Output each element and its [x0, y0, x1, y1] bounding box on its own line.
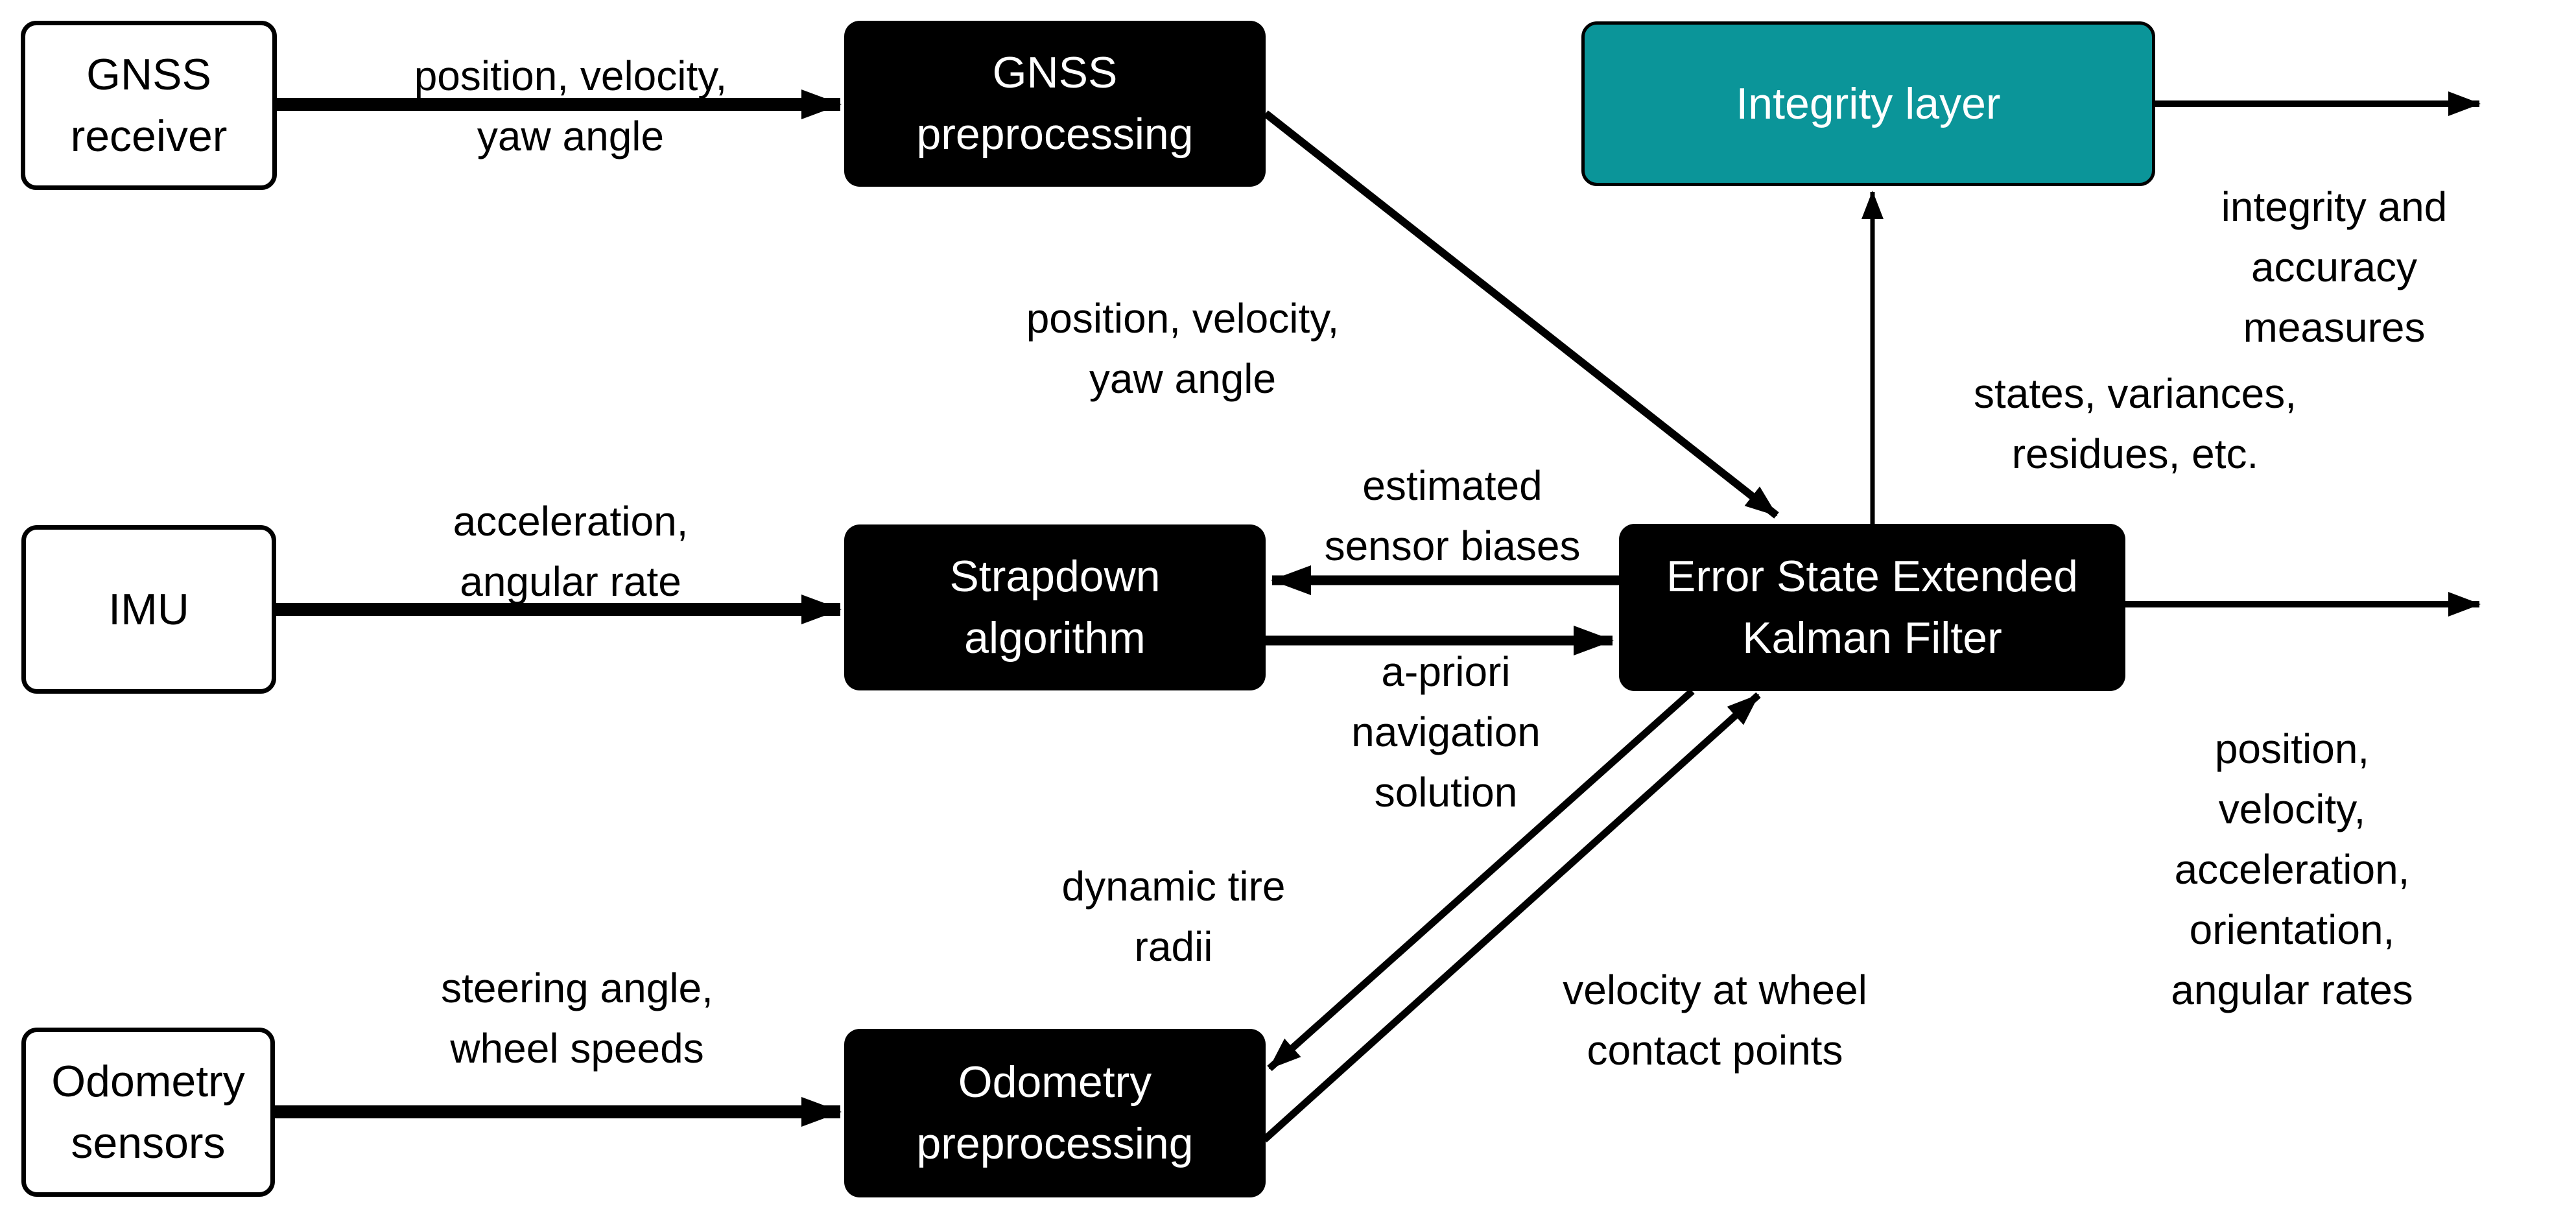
node-integrity-layer: Integrity layer: [1581, 21, 2155, 186]
node-strapdown-algorithm: Strapdown algorithm: [844, 524, 1266, 690]
node-imu: IMU: [21, 525, 276, 694]
label-odometry-preprocessing-to-ekf: velocity at wheel contact points: [1563, 967, 1867, 1074]
label-gnss-receiver-to-preprocessing: position, velocity, yaw angle: [414, 53, 727, 159]
arrow-gnss-preprocessing-to-ekf: [1263, 110, 1779, 519]
arrow-odometry-preprocessing-to-ekf: [1262, 692, 1761, 1143]
node-gnss-receiver: GNSS receiver: [21, 21, 277, 190]
label-imu-to-strapdown: acceleration, angular rate: [453, 498, 689, 605]
label-odometry-sensors-to-preprocessing: steering angle, wheel speeds: [441, 965, 713, 1072]
label-integrity-output: integrity and accuracy measures: [2221, 183, 2448, 351]
node-gnss-preprocessing: GNSS preprocessing: [844, 21, 1266, 187]
label-ekf-to-integrity: states, variances, residues, etc.: [1974, 370, 2297, 477]
label-ekf-to-odometry-preprocessing: dynamic tire radii: [1061, 863, 1286, 970]
label-ekf-output: position, velocity, acceleration, orient…: [2171, 725, 2413, 1013]
label-gnss-preprocessing-to-ekf: position, velocity, yaw angle: [1026, 295, 1340, 402]
arrow-ekf-to-odometry-preprocessing: [1267, 688, 1695, 1072]
node-odometry-preprocessing: Odometry preprocessing: [844, 1029, 1266, 1197]
node-error-state-ekf: Error State Extended Kalman Filter: [1619, 524, 2125, 691]
node-odometry-sensors: Odometry sensors: [21, 1028, 275, 1197]
label-strapdown-to-ekf: a-priori navigation solution: [1351, 648, 1541, 816]
label-ekf-to-strapdown: estimated sensor biases: [1324, 462, 1581, 569]
